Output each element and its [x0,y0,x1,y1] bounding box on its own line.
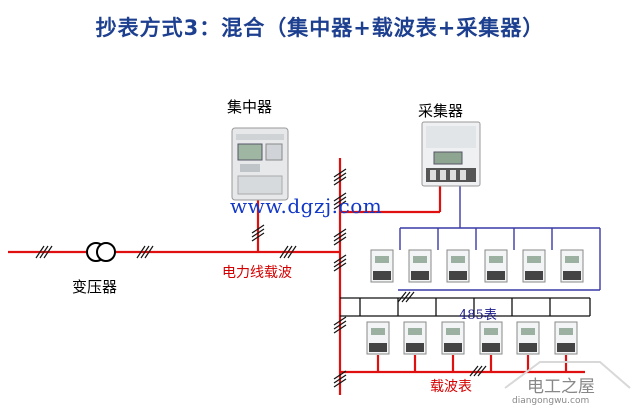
meter-485-5 [522,249,546,283]
meter-485-1 [370,249,394,283]
meter-plc-4 [479,321,503,355]
concentrator-device [231,127,289,201]
watermark-url: diangongwu.com [512,396,590,406]
rs485-meter-row [370,249,584,283]
meter-485-6 [560,249,584,283]
power-line-main [8,158,585,395]
meter-plc-1 [366,321,390,355]
rs485-meters-label: 485表 [459,308,497,323]
meter-485-2 [408,249,432,283]
collector-label: 采集器 [418,102,464,120]
plc-meters-label: 载波表 [430,379,472,395]
meter-485-3 [446,249,470,283]
collector-device [421,121,481,187]
meter-485-4 [484,249,508,283]
concentrator-label: 集中器 [227,98,273,116]
plc-meter-row [366,321,578,355]
transformer-label: 变压器 [72,278,118,296]
plc-label: 电力线载波 [222,265,292,281]
watermark-house-logo [504,361,631,389]
transformer-symbol [86,242,116,262]
rs485-bus [398,186,601,291]
meter-plc-3 [441,321,465,355]
meter-plc-2 [403,321,427,355]
bus-lines [340,297,591,317]
meter-plc-6 [554,321,578,355]
meter-plc-5 [516,321,540,355]
site-url: www.dgzj.com [230,194,383,218]
line-hash-marks [35,168,487,388]
watermark-name: 电工之屋 [527,377,595,397]
diagram-title: 抄表方式3：混合（集中器+载波表+采集器） [95,16,545,40]
